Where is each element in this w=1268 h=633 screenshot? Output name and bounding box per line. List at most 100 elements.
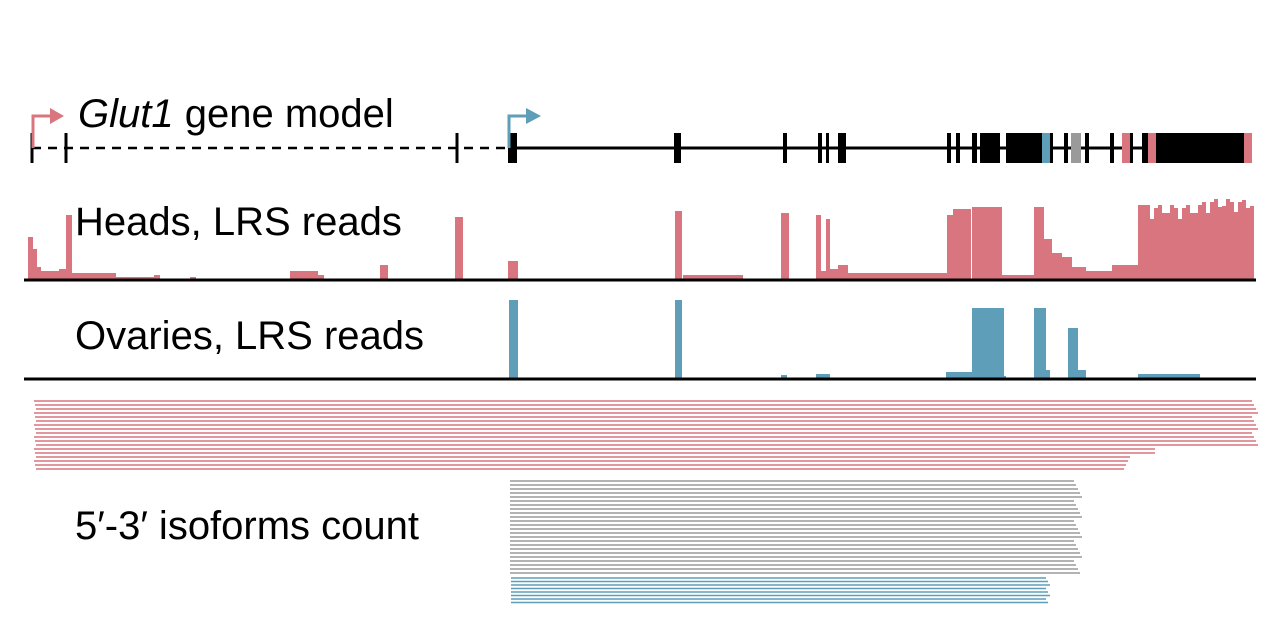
heads-coverage-bar [1242, 200, 1246, 279]
heads-coverage-bar [1222, 206, 1226, 279]
heads-coverage-bar [953, 209, 971, 279]
gene-exon [1064, 133, 1068, 163]
heads-coverage-bar [1206, 213, 1210, 279]
heads-coverage-bar [1178, 219, 1182, 279]
gene-exon [1244, 133, 1252, 163]
gene-exon [1042, 133, 1050, 163]
gene-exon [1006, 133, 1042, 163]
heads-coverage-bar [1194, 213, 1198, 279]
heads-coverage-bar [1166, 213, 1170, 279]
ovaries-coverage-bar [1068, 328, 1078, 378]
heads-coverage-bar [1218, 207, 1222, 279]
heads-coverage-bar [41, 271, 59, 279]
heads-coverage-bar [848, 273, 948, 279]
heads-coverage-bar [318, 275, 324, 279]
gene-exon [674, 133, 681, 163]
gene-exon [783, 133, 787, 163]
ovaries-coverage-bar [972, 308, 1004, 378]
gene-exon [1156, 133, 1244, 163]
gene-exon [838, 133, 846, 163]
heads-coverage-bar [816, 215, 821, 279]
heads-coverage-bar [1186, 205, 1190, 279]
heads-coverage-bar [455, 217, 463, 279]
isoforms-blue [511, 577, 1050, 604]
heads-coverage-bar [1250, 206, 1254, 279]
heads-coverage-bar [72, 273, 116, 279]
gene-exon [1071, 133, 1081, 163]
heads-coverage-bar [1002, 275, 1034, 279]
heads-coverage-bar [66, 215, 72, 279]
heads-coverage-bar [1202, 202, 1206, 279]
gene-model-text: gene model [173, 92, 394, 136]
ovaries-coverage-bar [946, 372, 974, 378]
ovaries-coverage-bar [1034, 308, 1046, 378]
ovaries-track-label: Ovaries, LRS reads [75, 314, 425, 358]
heads-coverage-bar [1190, 213, 1194, 279]
heads-coverage-bar [1238, 202, 1242, 279]
gene-tick [64, 133, 68, 163]
ovaries-coverage-bar [675, 300, 682, 378]
gene-exon [1142, 133, 1148, 163]
gene-exon [1122, 133, 1130, 163]
isoforms-red [34, 400, 1258, 470]
gene-exon [956, 133, 960, 163]
ovaries-coverage-bar [816, 374, 830, 378]
gene-exon [1110, 133, 1114, 163]
gene-model [30, 108, 1252, 163]
ovaries-coverage-bar [1046, 370, 1050, 378]
heads-coverage-bar [1162, 213, 1166, 279]
isoforms-count-label: 5′-3′ isoforms count [75, 504, 420, 548]
heads-coverage-bar [1158, 205, 1162, 279]
heads-coverage-bar [1112, 265, 1138, 279]
heads-coverage-bar [1052, 253, 1062, 279]
heads-coverage-bar [59, 269, 66, 279]
gene-exon [1130, 133, 1133, 163]
heads-coverage-bar [947, 215, 953, 279]
heads-coverage-bar [972, 207, 1002, 279]
heads-coverage-bar [1154, 208, 1158, 279]
heads-coverage-bar [1034, 207, 1044, 279]
ovaries-coverage-bar [509, 300, 518, 378]
isoforms-gray [510, 480, 1082, 574]
heads-coverage-bar [1198, 205, 1202, 279]
heads-coverage-bar [508, 261, 518, 279]
heads-coverage-bar [1246, 208, 1250, 279]
heads-coverage-bar [1086, 271, 1112, 279]
ovaries-coverage-bar [1078, 370, 1086, 378]
heads-coverage-bar [37, 267, 41, 279]
heads-coverage-bar [1210, 202, 1214, 279]
heads-coverage-bar [826, 219, 830, 279]
gene-model-label: Glut1 gene model [78, 94, 394, 134]
heads-coverage-bar [1138, 205, 1150, 279]
heads-coverage-bar [683, 275, 743, 279]
heads-coverage-bar [380, 265, 388, 279]
heads-coverage-bar [154, 275, 160, 279]
heads-coverage-bar [1226, 199, 1230, 279]
gene-exon [947, 133, 951, 163]
heads-coverage-bar [116, 277, 154, 279]
gene-tick [455, 133, 459, 163]
gene-exon [1148, 133, 1156, 163]
heads-coverage-bar [781, 213, 789, 279]
heads-coverage-bar [830, 269, 838, 279]
gene-exon [972, 133, 977, 163]
heads-coverage-bar [28, 237, 33, 279]
heads-coverage-bar [1170, 205, 1174, 279]
heads-coverage-bar [675, 211, 682, 279]
heads-coverage-bar [1174, 208, 1178, 279]
gene-exon [826, 133, 829, 163]
heads-coverage-bar [1072, 267, 1086, 279]
gene-exon [1050, 133, 1053, 163]
gene-exons [30, 133, 1252, 163]
heads-coverage-bar [838, 265, 848, 279]
heads-coverage-bar [821, 271, 826, 279]
ovaries-coverage-bar [1138, 374, 1200, 378]
heads-coverage-bar [33, 249, 37, 279]
heads-coverage-bar [1230, 202, 1234, 279]
ovaries-coverage-bar [781, 375, 787, 378]
heads-coverage-bar [1044, 239, 1052, 279]
heads-coverage-bar [1214, 199, 1218, 279]
promoter-arrow-red-icon [31, 108, 64, 148]
gene-name: Glut1 [78, 92, 174, 136]
